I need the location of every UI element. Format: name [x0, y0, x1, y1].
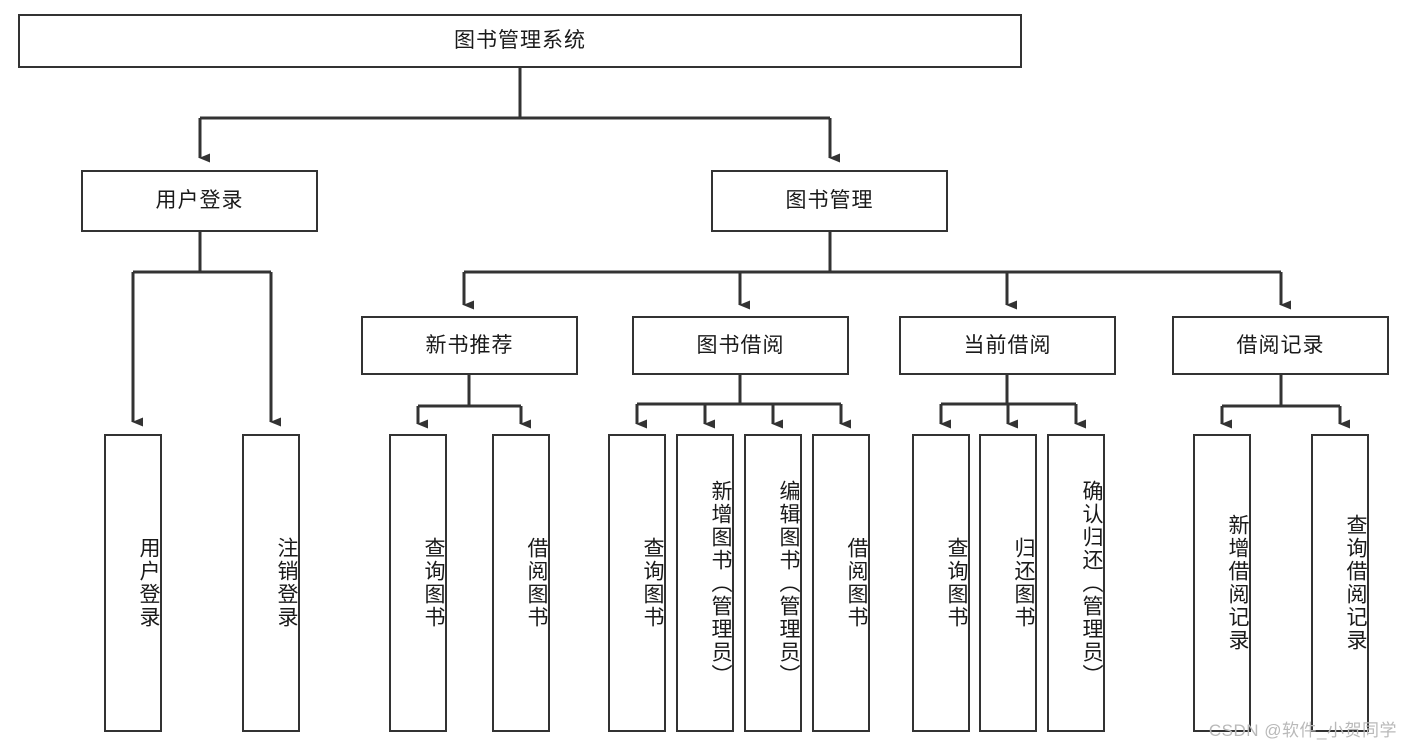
node-new-book-recommend[interactable]: 新书推荐	[361, 316, 578, 375]
node-book-borrow[interactable]: 图书借阅	[632, 316, 849, 375]
csdn-watermark: CSDN @软件_小贺同学	[1208, 721, 1397, 740]
node-user-login[interactable]: 用户登录	[81, 170, 318, 232]
node-leaf-edit-book-label: 编辑图书（管理员）	[777, 479, 800, 687]
node-leaf-add-record[interactable]: 新增借阅记录	[1193, 434, 1251, 732]
node-book-manage[interactable]: 图书管理	[711, 170, 948, 232]
node-root-label: 图书管理系统	[454, 29, 586, 53]
node-borrow-record[interactable]: 借阅记录	[1172, 316, 1389, 375]
node-leaf-return-book-label: 归还图书	[1012, 537, 1035, 629]
node-leaf-borrow-book-2[interactable]: 借阅图书	[812, 434, 870, 732]
node-leaf-query-book-1[interactable]: 查询图书	[389, 434, 447, 732]
node-leaf-edit-book[interactable]: 编辑图书（管理员）	[744, 434, 802, 732]
node-leaf-confirm-return-label: 确认归还（管理员）	[1080, 479, 1103, 687]
node-leaf-add-book-label: 新增图书（管理员）	[709, 479, 732, 687]
node-book-borrow-label: 图书借阅	[696, 333, 785, 357]
node-leaf-query-book-2-label: 查询图书	[641, 537, 664, 629]
node-leaf-query-book-2[interactable]: 查询图书	[608, 434, 666, 732]
node-user-login-label: 用户登录	[155, 189, 244, 213]
node-current-borrow[interactable]: 当前借阅	[899, 316, 1116, 375]
node-leaf-add-record-label: 新增借阅记录	[1226, 514, 1249, 652]
node-book-manage-label: 图书管理	[785, 189, 874, 213]
node-leaf-user-logout[interactable]: 注销登录	[242, 434, 300, 732]
node-leaf-add-book[interactable]: 新增图书（管理员）	[676, 434, 734, 732]
node-leaf-query-book-3-label: 查询图书	[945, 537, 968, 629]
node-leaf-query-book-1-label: 查询图书	[422, 537, 445, 629]
node-leaf-user-login-label: 用户登录	[137, 537, 160, 629]
node-leaf-user-logout-label: 注销登录	[275, 537, 298, 629]
node-leaf-confirm-return[interactable]: 确认归还（管理员）	[1047, 434, 1105, 732]
node-leaf-user-login[interactable]: 用户登录	[104, 434, 162, 732]
node-leaf-borrow-book-1-label: 借阅图书	[525, 537, 548, 629]
node-leaf-return-book[interactable]: 归还图书	[979, 434, 1037, 732]
node-leaf-borrow-book-2-label: 借阅图书	[845, 537, 868, 629]
node-new-book-recommend-label: 新书推荐	[425, 333, 514, 357]
node-current-borrow-label: 当前借阅	[963, 333, 1052, 357]
node-leaf-query-record[interactable]: 查询借阅记录	[1311, 434, 1369, 732]
node-root[interactable]: 图书管理系统	[18, 14, 1022, 68]
node-leaf-query-record-label: 查询借阅记录	[1344, 514, 1367, 652]
node-borrow-record-label: 借阅记录	[1236, 333, 1325, 357]
node-leaf-query-book-3[interactable]: 查询图书	[912, 434, 970, 732]
node-leaf-borrow-book-1[interactable]: 借阅图书	[492, 434, 550, 732]
